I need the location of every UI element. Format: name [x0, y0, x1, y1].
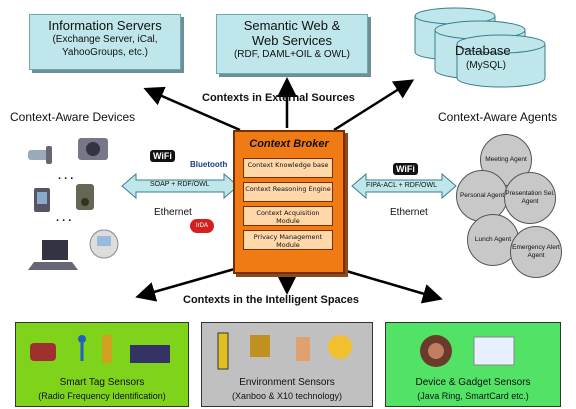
devices-ellipsis-2: . . . — [56, 212, 72, 224]
smart-tag-sensors-box: Smart Tag Sensors (Radio Frequency Ident… — [15, 322, 189, 407]
semantic-web-box: Semantic Web & Web Services (RDF, DAML+O… — [216, 14, 368, 74]
semantic-web-sub: (RDF, DAML+OIL & OWL) — [233, 49, 351, 60]
gadget-icons — [420, 335, 515, 367]
environment-sensors-box: Environment Sensors (Xanboo & X10 techno… — [201, 322, 373, 407]
camera-icon — [78, 138, 108, 160]
imac-icon — [89, 229, 119, 259]
smart-tag-sub: (Radio Frequency Identification) — [38, 391, 166, 401]
device-gadget-sensors-box: Device & Gadget Sensors (Java Ring, Smar… — [385, 322, 561, 407]
semantic-web-title: Semantic Web & — [243, 18, 341, 33]
devices-label: Context-Aware Devices — [10, 110, 136, 124]
agent-lunch: Lunch Agent — [467, 214, 519, 266]
broker-module-reasoning-engine: Context Reasoning Engine — [243, 182, 333, 202]
phone-icon — [28, 146, 52, 164]
pda-icon — [34, 188, 50, 212]
irda-icon: IrDA — [190, 219, 214, 233]
left-ethernet-label: Ethernet — [154, 207, 192, 218]
database-icon — [414, 7, 546, 88]
agent-presentation: Presentation Sel. Agent — [504, 172, 556, 224]
environment-sub: (Xanboo & X10 technology) — [231, 391, 343, 401]
information-servers-title: Information Servers — [48, 18, 162, 33]
context-broker: Context Broker Context Knowledge base Co… — [233, 130, 345, 274]
broker-module-privacy: Privacy Management Module — [243, 230, 333, 250]
agent-emergency: Emergency Alert Agent — [510, 226, 562, 278]
environment-title: Environment Sensors — [239, 377, 335, 388]
external-sources-label: Contexts in External Sources — [202, 92, 355, 104]
gadget-sub: (Java Ring, SmartCard etc.) — [417, 391, 529, 401]
gadget-title: Device & Gadget Sensors — [415, 377, 531, 388]
wifi-icon: WiFi — [150, 150, 175, 162]
laptop-icon — [28, 240, 78, 270]
wifi-icon-right: WiFi — [393, 163, 418, 175]
handheld-icon — [76, 184, 94, 210]
agents-label: Context-Aware Agents — [438, 110, 558, 124]
database-title: Database — [455, 43, 511, 58]
intelligent-spaces-label: Contexts in the Intelligent Spaces — [183, 294, 360, 306]
devices-ellipsis-1: . . . — [58, 170, 74, 182]
smart-tag-icons — [30, 335, 170, 363]
right-ethernet-label: Ethernet — [390, 207, 428, 218]
right-protocol-label: FIPA-ACL + RDF/OWL — [366, 182, 437, 189]
environment-icons — [217, 332, 352, 370]
database-sub: (MySQL) — [466, 60, 506, 71]
semantic-web-title2: Web Services — [252, 33, 332, 48]
devices-cluster — [28, 138, 119, 270]
context-broker-title: Context Broker — [249, 138, 329, 150]
information-servers-sub: (Exchange Server, iCal, YahooGroups, etc… — [52, 34, 158, 58]
broker-module-knowledge-base: Context Knowledge base — [243, 158, 333, 178]
information-servers-box: Information Servers (Exchange Server, iC… — [29, 14, 181, 70]
left-protocol-label: SOAP + RDF/OWL — [150, 181, 210, 188]
bluetooth-icon: Bluetooth — [190, 160, 228, 169]
broker-module-acquisition: Context Acquisition Module — [243, 206, 333, 226]
smart-tag-title: Smart Tag Sensors — [59, 377, 145, 388]
